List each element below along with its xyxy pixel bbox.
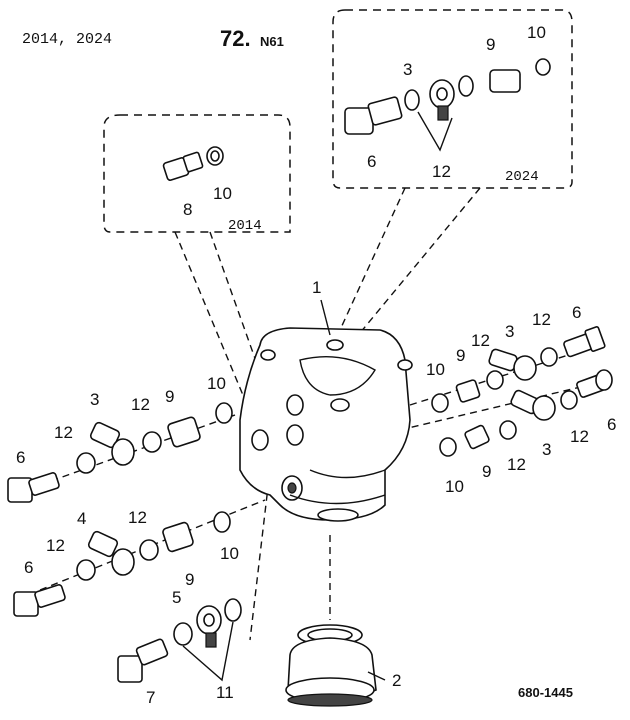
callout-10-right-upper: 10 — [426, 360, 445, 379]
inset-caption-2024: 2024 — [505, 169, 539, 185]
callout-12-left-lower-b: 12 — [128, 508, 147, 527]
callout-9-right-upper: 9 — [456, 346, 465, 365]
callout-2: 2 — [392, 671, 401, 690]
callout-6-left-upper: 6 — [16, 448, 25, 467]
callout-8: 8 — [183, 200, 192, 219]
callout-9-left-upper: 9 — [165, 387, 174, 406]
leader-11 — [182, 621, 234, 682]
callout-3-left: 3 — [90, 390, 99, 409]
right-lower-parts — [439, 369, 613, 457]
callout-6-inset: 6 — [367, 152, 376, 171]
reference-number: 680-1445 — [518, 685, 573, 700]
inset-2024-leader-12 — [417, 111, 453, 152]
callout-12-left-upper-b: 12 — [131, 395, 150, 414]
callout-9-right-lower: 9 — [482, 462, 491, 481]
callout-6-right-lower: 6 — [607, 415, 616, 434]
leader-1 — [320, 299, 331, 336]
callout-9-left-lower: 9 — [185, 570, 194, 589]
callout-10-inset-2024: 10 — [527, 23, 546, 42]
left-upper-parts — [7, 402, 233, 503]
section-number: 72. — [220, 26, 251, 51]
valve-housing — [239, 327, 413, 522]
callout-12-left-upper-a: 12 — [54, 423, 73, 442]
model-numbers: 2014, 2024 — [22, 31, 112, 48]
callout-10-left-upper: 10 — [207, 374, 226, 393]
callout-3-right-lower: 3 — [542, 440, 551, 459]
inset-2014-fitting — [162, 146, 224, 181]
leader-2024-a — [339, 187, 406, 331]
callout-11: 11 — [216, 683, 234, 702]
callout-10-right-lower: 10 — [445, 477, 464, 496]
axis-left-upper — [39, 414, 236, 486]
leader-2014-a — [174, 231, 246, 401]
callout-1: 1 — [312, 278, 321, 297]
callout-10-inset-2014: 10 — [213, 184, 232, 203]
callout-12-right-lower-b: 12 — [570, 427, 589, 446]
leader-bottom-left — [249, 469, 271, 641]
callout-12-right-upper-a: 12 — [471, 331, 490, 350]
callout-12-inset: 12 — [432, 162, 451, 181]
right-upper-parts — [431, 326, 606, 413]
inset-caption-2014: 2014 — [228, 218, 262, 234]
filter-cap — [285, 624, 377, 707]
left-lower-parts — [13, 511, 231, 617]
leader-2 — [367, 671, 386, 681]
callout-9-inset: 9 — [486, 35, 495, 54]
inset-box-2024 — [332, 9, 573, 189]
bottom-parts — [117, 598, 242, 683]
leader-2024-b — [349, 187, 481, 346]
inset-box-2014 — [103, 114, 291, 233]
inset-2024-banjo-bolt — [344, 58, 551, 135]
axis-right-upper — [409, 344, 601, 406]
callout-12-right-upper-b: 12 — [532, 310, 551, 329]
callout-3-inset: 3 — [403, 60, 412, 79]
callout-6-right-upper: 6 — [572, 303, 581, 322]
callout-3-right-upper: 3 — [505, 322, 514, 341]
callout-12-left-lower-a: 12 — [46, 536, 65, 555]
callout-7: 7 — [146, 688, 155, 707]
callout-10-left-lower: 10 — [220, 544, 239, 563]
callout-12-right-lower-a: 12 — [507, 455, 526, 474]
callout-4: 4 — [77, 509, 86, 528]
callout-5: 5 — [172, 588, 181, 607]
callout-6-left-lower: 6 — [24, 558, 33, 577]
section-suffix: N61 — [260, 34, 284, 49]
